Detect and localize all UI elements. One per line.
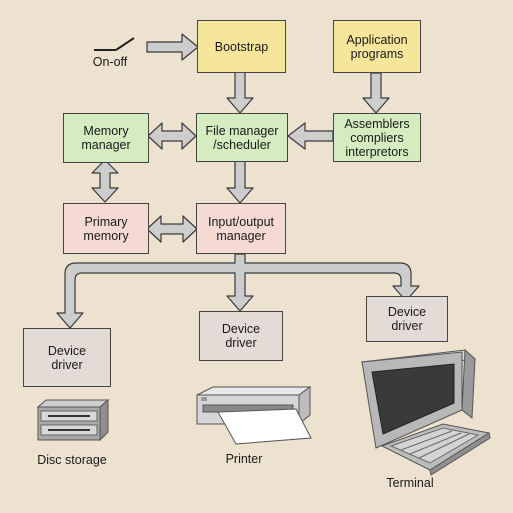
printer-label: Printer	[225, 452, 263, 466]
arrow-memory-primary	[91, 159, 119, 203]
device-driver-right-box: Device driver	[366, 296, 448, 342]
printer-icon	[196, 386, 312, 445]
bootstrap-box: Bootstrap	[197, 20, 286, 73]
arrow-onoff-to-bootstrap	[146, 33, 199, 61]
arrow-io-to-drivers	[56, 253, 420, 329]
terminal-label: Terminal	[386, 476, 434, 490]
arrow-primary-io	[146, 215, 198, 243]
arrow-memory-filemanager	[147, 122, 197, 150]
memory-manager-box: Memory manager	[63, 113, 149, 163]
file-manager-box: File manager /scheduler	[196, 113, 288, 162]
disc-storage-icon	[36, 398, 110, 442]
arrow-app-to-assemblers	[362, 72, 390, 114]
arrow-assemblers-to-filemanager	[287, 122, 334, 150]
device-driver-left-box: Device driver	[23, 328, 111, 387]
arrow-filemanager-to-io	[226, 160, 254, 204]
assemblers-box: Assemblers compliers interpretors	[333, 113, 421, 162]
arrow-bootstrap-to-filemanager	[226, 71, 254, 114]
disc-storage-label: Disc storage	[37, 453, 107, 467]
switch-icon	[94, 37, 135, 51]
io-manager-box: Input/output manager	[196, 203, 286, 254]
device-driver-center-box: Device driver	[199, 311, 283, 361]
application-programs-box: Application programs	[333, 20, 421, 73]
primary-memory-box: Primary memory	[63, 203, 149, 254]
on-off-label: On-off	[92, 55, 128, 69]
terminal-icon	[360, 348, 491, 476]
